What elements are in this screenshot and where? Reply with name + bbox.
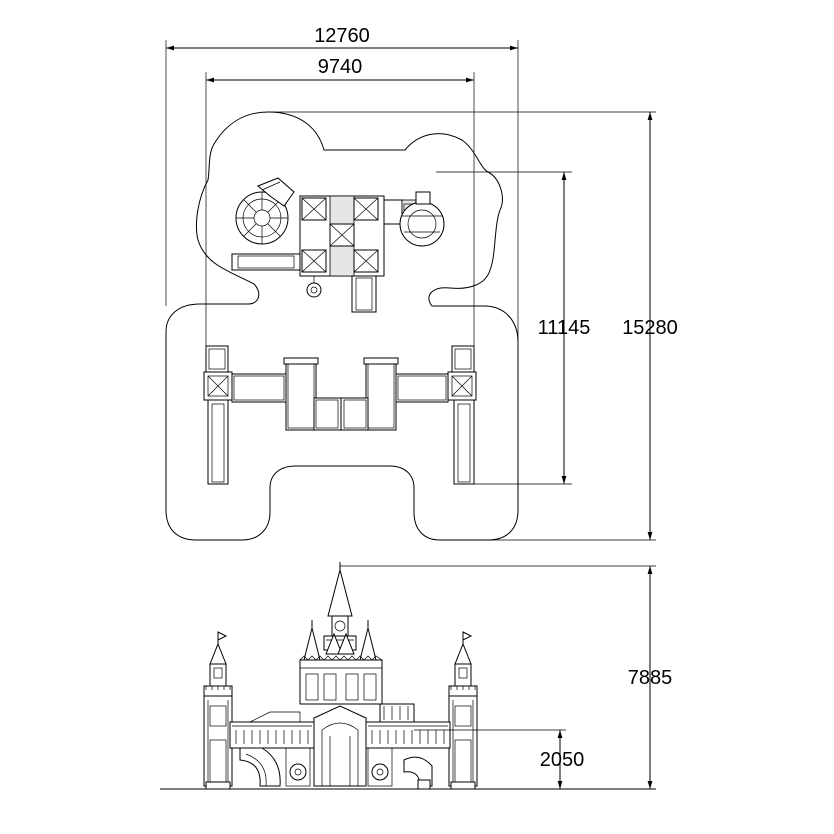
spiral-slide-left (235, 177, 295, 245)
dim-platform-height: 2050 (540, 749, 585, 771)
dim-equipment-depth: 11145 (538, 317, 591, 339)
dim-overall-width: 12760 (314, 25, 370, 47)
plan-view (165, 40, 656, 541)
dim-equipment-width: 9740 (318, 56, 363, 78)
left-bridge-wall (229, 711, 315, 787)
safety-zone-outline (165, 111, 519, 541)
left-side-tower (203, 631, 233, 790)
central-castle (299, 562, 383, 787)
elevation-view (160, 562, 656, 790)
dim-overall-depth: 15280 (622, 317, 678, 339)
dim-overall-height: 7885 (628, 667, 673, 689)
upper-tower-cluster (231, 177, 445, 313)
right-bridge-wall (365, 703, 451, 790)
elevation-dimensions (340, 565, 656, 789)
plan-dimensions (165, 40, 656, 541)
tube-slide-right (399, 191, 445, 247)
right-side-tower (448, 631, 478, 790)
tower-squares (301, 197, 379, 273)
lower-structure (203, 345, 477, 485)
